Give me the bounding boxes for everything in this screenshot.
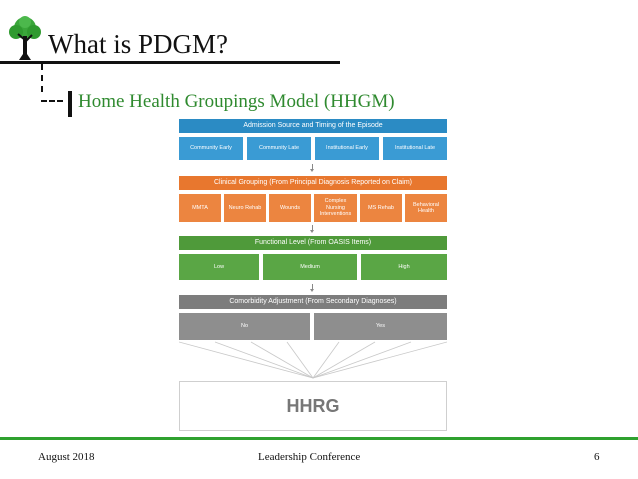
clinical-cell: Behavioral Health <box>405 194 447 222</box>
connector-dashed-vertical <box>41 64 43 92</box>
slide-title: What is PDGM? <box>48 29 228 59</box>
hhrg-result-box: HHRG <box>179 381 447 431</box>
comorbidity-cell: Yes <box>314 313 447 340</box>
clinical-grouping-header: Clinical Grouping (From Principal Diagno… <box>179 176 447 190</box>
footer-event: Leadership Conference <box>258 451 361 463</box>
funnel-lines <box>179 341 447 379</box>
clinical-cell: MS Rehab <box>360 194 402 222</box>
footer-divider <box>0 437 638 440</box>
title-underline <box>0 61 340 64</box>
comorbidity-header: Comorbidity Adjustment (From Secondary D… <box>179 295 447 309</box>
slide-subtitle: Home Health Groupings Model (HHGM) <box>78 91 395 112</box>
admission-cell: Community Early <box>179 137 243 160</box>
clinical-cell: MMTA <box>179 194 221 222</box>
flow-arrow <box>310 164 314 172</box>
admission-source-header: Admission Source and Timing of the Episo… <box>179 119 447 133</box>
flow-arrow <box>310 284 314 292</box>
functional-cell: Medium <box>263 254 357 280</box>
comorbidity-cell: No <box>179 313 310 340</box>
functional-cell: High <box>361 254 447 280</box>
clinical-cell: Wounds <box>269 194 311 222</box>
connector-dashed-horizontal <box>41 100 63 102</box>
footer-date: August 2018 <box>38 451 95 463</box>
functional-level-header: Functional Level (From OASIS Items) <box>179 236 447 250</box>
clinical-cell: Neuro Rehab <box>224 194 266 222</box>
functional-cell: Low <box>179 254 259 280</box>
flow-arrow <box>310 225 314 233</box>
subtitle-marker <box>68 91 72 117</box>
admission-cell: Institutional Early <box>315 137 379 160</box>
admission-cell: Institutional Late <box>383 137 447 160</box>
clinical-cell: Complex Nursing Interventions <box>314 194 357 222</box>
tree-logo-icon <box>9 16 41 60</box>
page-number: 6 <box>594 451 600 463</box>
admission-cell: Community Late <box>247 137 311 160</box>
